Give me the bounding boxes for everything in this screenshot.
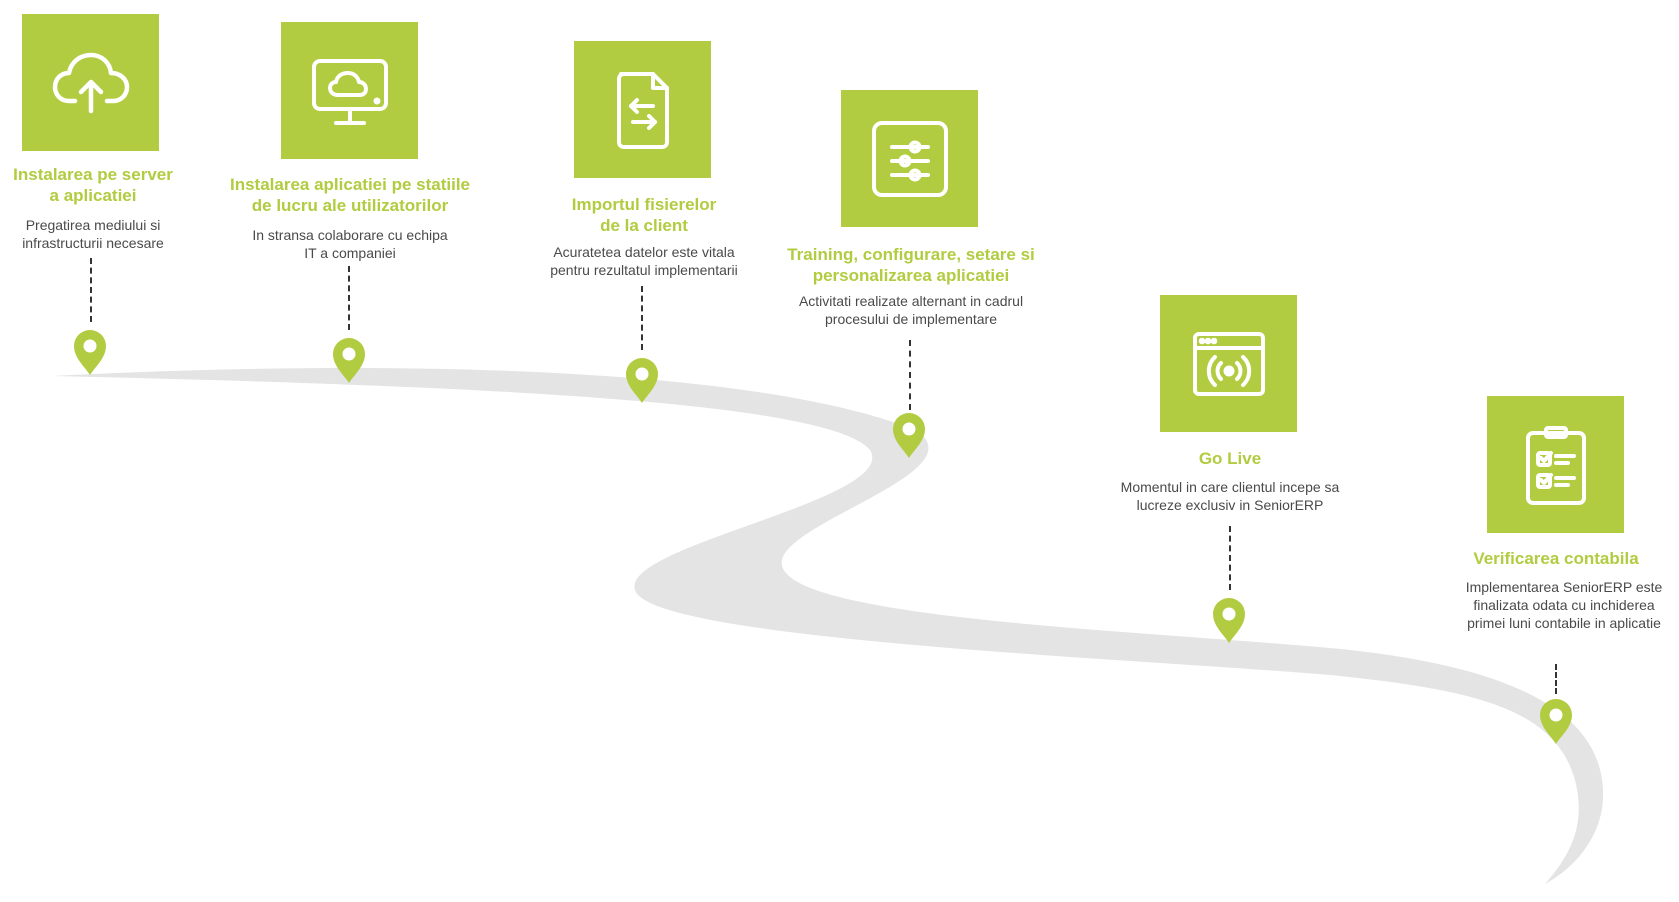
step-3-connector [641, 286, 643, 350]
monitor-cloud-icon [311, 58, 388, 125]
step-1-icon-tile [22, 14, 159, 151]
sliders-icon [871, 120, 948, 197]
clipboard-checklist-icon [1525, 425, 1586, 505]
step-6-title: Verificarea contabila [1473, 549, 1639, 568]
step-1-location-pin-icon [74, 330, 106, 375]
step-6-icon-tile [1487, 396, 1624, 533]
step-4-connector [909, 340, 911, 410]
step-5-icon-tile [1160, 295, 1297, 432]
step-3-location-pin-icon [626, 358, 658, 403]
step-4-description: Activitati realizate alternant in cadrul… [798, 293, 1024, 327]
step-3-icon-tile [574, 41, 711, 178]
step-6-location-pin-icon [1540, 699, 1572, 744]
step-5-location-pin-icon [1213, 598, 1245, 643]
step-4-icon-tile [841, 90, 978, 227]
cloud-upload-icon [52, 52, 129, 113]
step-5-connector [1229, 526, 1231, 590]
step-1-connector [90, 258, 92, 322]
step-2-location-pin-icon [333, 338, 365, 383]
step-5-title: Go Live [1198, 449, 1262, 468]
step-6-connector [1555, 664, 1557, 694]
file-transfer-icon [616, 71, 669, 149]
step-2-connector [348, 266, 350, 330]
step-4-location-pin-icon [893, 413, 925, 458]
browser-broadcast-icon [1192, 331, 1265, 396]
step-2-icon-tile [281, 22, 418, 159]
